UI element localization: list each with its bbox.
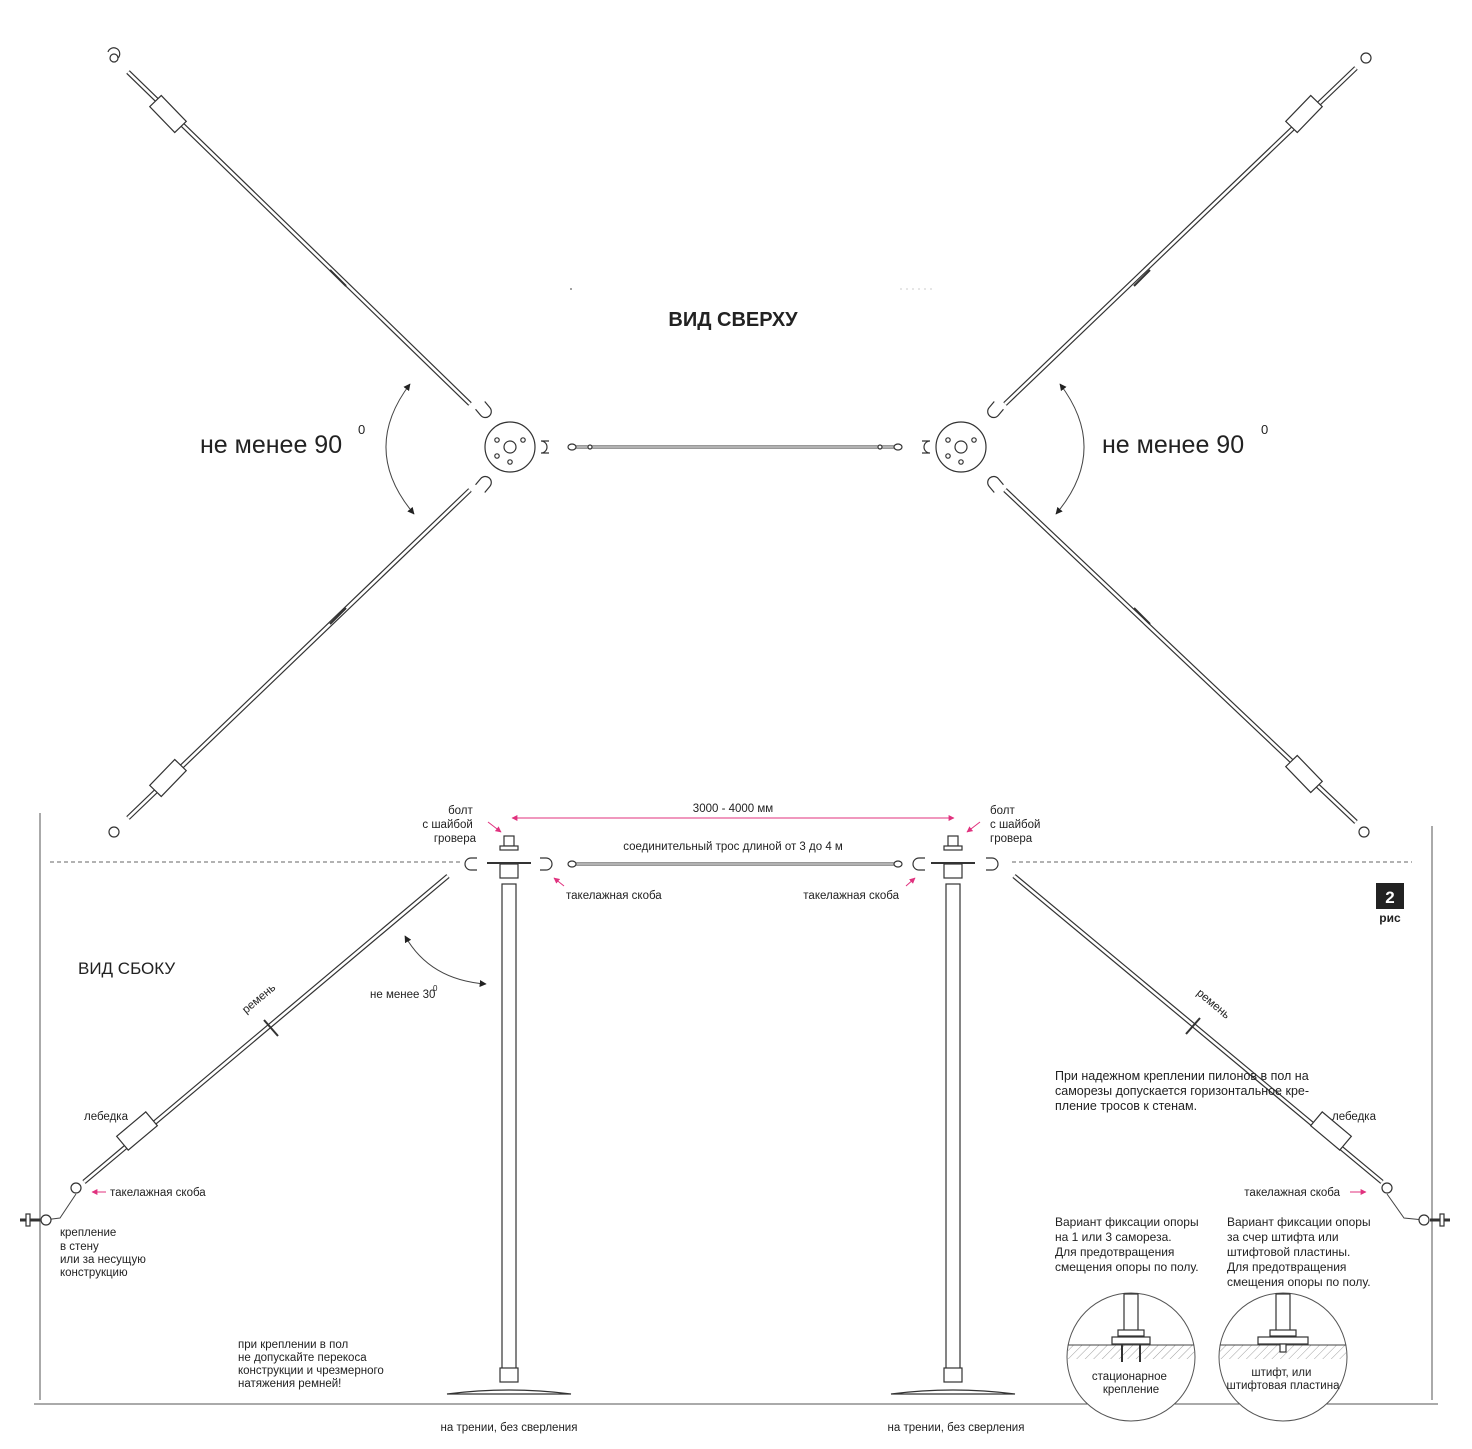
strap-top-right — [1003, 52, 1372, 406]
figure-label: рис — [1379, 911, 1401, 925]
side-view: ВИД СБОКУ 3000 - 4000 мм болт с шайбой г… — [20, 803, 1450, 1434]
pylon-left — [446, 835, 572, 1395]
shackle-bottom-label-right: такелажная скоба — [1244, 1187, 1340, 1199]
detail-stationary-mount: стационарное крепление — [1066, 1292, 1196, 1422]
shackle-icon — [464, 857, 999, 871]
angle-sup-left: 0 — [358, 422, 365, 437]
side-view-title: ВИД СБОКУ — [78, 959, 175, 978]
variant-pin: Вариант фиксации опоры за счер штифта ил… — [1227, 1215, 1374, 1289]
strap-bottom-right — [1003, 488, 1370, 838]
detail-pin-label: штифт, или штифтовая пластина — [1227, 1367, 1341, 1392]
angle-arc-right — [1055, 383, 1085, 515]
shackle-icon — [475, 401, 1004, 493]
bolt-label-left: болт с шайбой гровера — [422, 805, 476, 845]
angle-arc-left — [385, 383, 415, 515]
figure-number: 2 — [1385, 888, 1394, 907]
side-strap-right — [1012, 874, 1425, 1221]
detail-stationary-label: стационарное крепление — [1092, 1371, 1170, 1396]
wall-anchor-right — [1418, 1213, 1450, 1227]
angle-30-label: не менее 30 — [370, 989, 435, 1001]
top-view-title: ВИД СВЕРХУ — [668, 309, 798, 331]
friction-label-left: на трении, без сверления — [441, 1422, 578, 1434]
top-connecting-cable — [567, 443, 903, 451]
top-view: ВИД СВЕРХУ — [107, 47, 1372, 838]
cable-label: соединительный трос длиной от 3 до 4 м — [623, 841, 843, 853]
strap-bottom-left — [108, 488, 472, 838]
dimension-label: 3000 - 4000 мм — [693, 803, 773, 815]
variant-screws: Вариант фиксации опоры на 1 или 3 саморе… — [1055, 1215, 1202, 1274]
side-connecting-cable — [567, 860, 903, 868]
strap-label-right: ремень — [1194, 987, 1232, 1022]
winch-label-left: лебедка — [84, 1111, 129, 1123]
floor-warning: при креплении в пол не допускайте переко… — [238, 1339, 387, 1390]
shackle-label-left: такелажная скоба — [566, 890, 662, 902]
side-strap-left — [43, 874, 450, 1221]
angle-label-right: не менее 90 — [1102, 431, 1244, 459]
bolt-label-right: болт с шайбой гровера — [990, 805, 1044, 845]
horizontal-mount-note: При надежном креплении пилонов в пол на … — [1055, 1069, 1313, 1113]
detail-pin-mount: штифт, или штифтовая пластина — [1218, 1292, 1348, 1422]
figure-badge: 2 рис — [1376, 883, 1404, 925]
strap-label-left: ремень — [240, 982, 278, 1017]
wall-mount-label: крепление в стену или за несущую констру… — [60, 1227, 149, 1279]
angle-30-sup: 0 — [433, 984, 438, 993]
angle-sup-right: 0 — [1261, 422, 1268, 437]
right-hub — [935, 421, 987, 473]
strap-top-left — [107, 47, 472, 406]
friction-label-right: на трении, без сверления — [888, 1422, 1025, 1434]
pylon-right — [890, 835, 1016, 1395]
shackle-label-right: такелажная скоба — [803, 890, 899, 902]
angle-arc-30 — [404, 935, 487, 988]
left-hub — [484, 421, 536, 473]
angle-label-left: не менее 90 — [200, 431, 342, 459]
winch-label-right: лебедка — [1332, 1111, 1377, 1123]
wall-anchor-left — [20, 1213, 52, 1227]
shackle-bottom-label-left: такелажная скоба — [110, 1187, 206, 1199]
